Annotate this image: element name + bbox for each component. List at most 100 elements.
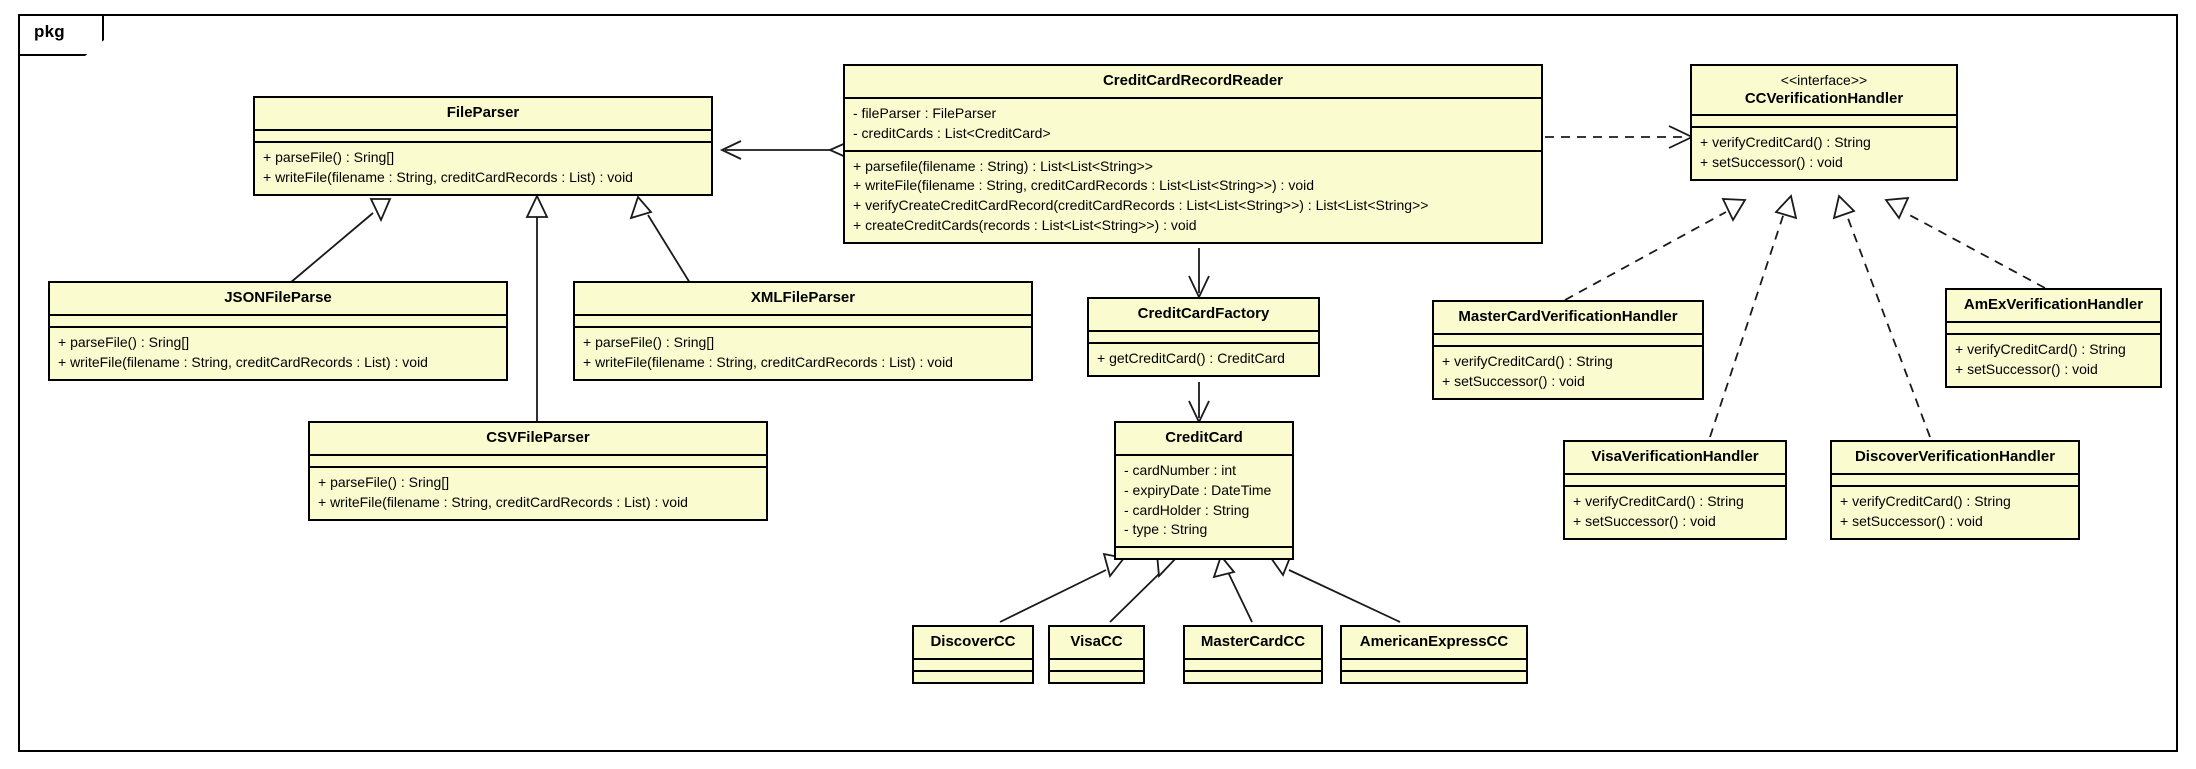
attributes-compartment-discover-cc [914,660,1032,670]
compartment-divider [1116,546,1292,549]
method-item: + setSuccessor() : void [1955,360,2098,377]
class-box-cc-verification-handler[interactable]: <<interface>> CCVerificationHandler + ve… [1690,64,1958,181]
class-box-american-express-cc[interactable]: AmericanExpressCC [1340,625,1528,684]
methods-compartment-mastercard-verification-handler: + verifyCreditCard() : String + setSucce… [1434,347,1702,398]
package-label: pkg [34,22,65,41]
method-item: + writeFile(filename : String, creditCar… [583,353,953,370]
attributes-compartment-amex-verification-handler [1947,323,2160,333]
compartment-divider [1832,484,2078,487]
methods-compartment-json-file-parse: + parseFile() : Sring[] + writeFile(file… [50,328,506,379]
method-item: + createCreditCards(records : List<List<… [853,217,1197,234]
attributes-compartment-mastercard-cc [1185,660,1321,670]
package-frame [18,14,2178,752]
compartment-divider [1565,472,1785,475]
class-box-credit-card-factory[interactable]: CreditCardFactory + getCreditCard() : Cr… [1087,297,1320,377]
method-item: + verifyCreditCard() : String [1442,352,1613,369]
method-item: + setSuccessor() : void [1700,154,1843,171]
methods-compartment-csv-file-parser: + parseFile() : Sring[] + writeFile(file… [310,468,766,519]
class-box-visa-cc[interactable]: VisaCC [1048,625,1145,684]
attributes-compartment-file-parser [255,131,711,141]
class-box-xml-file-parser[interactable]: XMLFileParser + parseFile() : Sring[] + … [573,281,1033,381]
class-name-discover-cc: DiscoverCC [930,633,1016,650]
compartment-divider [50,325,506,328]
compartment-divider [1947,320,2160,323]
methods-compartment-mastercard-cc [1185,672,1321,682]
compartment-divider [1089,329,1318,332]
method-item: + verifyCreditCard() : String [1573,492,1744,509]
compartment-divider [1434,332,1702,335]
attributes-compartment-visa-cc [1050,660,1143,670]
method-item: + parseFile() : Sring[] [583,333,715,350]
class-box-amex-verification-handler[interactable]: AmExVerificationHandler + verifyCreditCa… [1945,288,2162,388]
class-box-visa-verification-handler[interactable]: VisaVerificationHandler + verifyCreditCa… [1563,440,1787,540]
attributes-compartment-credit-card-factory [1089,332,1318,342]
class-name-visa-verification-handler: VisaVerificationHandler [1591,448,1759,465]
compartment-divider [1089,341,1318,344]
method-item: + verifyCreditCard() : String [1840,492,2011,509]
attribute-item: - fileParser : FileParser [853,104,997,121]
methods-compartment-american-express-cc [1342,672,1526,682]
compartment-divider [50,313,506,316]
method-item: + parseFile() : Sring[] [318,473,450,490]
attributes-compartment-cc-verification-handler [1692,116,1956,126]
method-item: + parsefile(filename : String) : List<Li… [853,157,1153,174]
methods-compartment-visa-cc [1050,672,1143,682]
attributes-compartment-visa-verification-handler [1565,475,1785,485]
compartment-divider [845,149,1541,152]
compartment-divider [914,669,1032,672]
class-name-visa-cc: VisaCC [1070,633,1123,650]
class-box-discover-cc[interactable]: DiscoverCC [912,625,1034,684]
attributes-compartment-json-file-parse [50,316,506,326]
method-item: + parseFile() : Sring[] [263,148,395,165]
compartment-divider [1692,126,1956,129]
method-item: + setSuccessor() : void [1840,512,1983,529]
compartment-divider [575,325,1031,328]
compartment-divider [1185,669,1321,672]
methods-compartment-credit-card-record-reader: + parsefile(filename : String) : List<Li… [845,152,1541,243]
compartment-divider [1832,472,2078,475]
method-item: + writeFile(filename : String, creditCar… [58,353,428,370]
methods-compartment-file-parser: + parseFile() : Sring[] + writeFile(file… [255,143,711,194]
method-item: + setSuccessor() : void [1442,372,1585,389]
methods-compartment-visa-verification-handler: + verifyCreditCard() : String + setSucce… [1565,487,1785,538]
class-name-mastercard-cc: MasterCardCC [1200,633,1306,650]
compartment-divider [1434,344,1702,347]
attributes-compartment-csv-file-parser [310,456,766,466]
class-box-credit-card-record-reader[interactable]: CreditCardRecordReader - fileParser : Fi… [843,64,1543,244]
attributes-compartment-credit-card-record-reader: - fileParser : FileParser - creditCards … [845,99,1541,150]
class-box-mastercard-verification-handler[interactable]: MasterCardVerificationHandler + verifyCr… [1432,300,1704,400]
method-item: + writeFile(filename : String, creditCar… [318,493,688,510]
class-name-discover-verification-handler: DiscoverVerificationHandler [1854,448,2056,465]
class-box-file-parser[interactable]: FileParser + parseFile() : Sring[] + wri… [253,96,713,196]
class-box-discover-verification-handler[interactable]: DiscoverVerificationHandler + verifyCred… [1830,440,2080,540]
compartment-divider [845,96,1541,99]
method-item: + verifyCreditCard() : String [1700,134,1871,151]
attributes-compartment-xml-file-parser [575,316,1031,326]
methods-compartment-credit-card-factory: + getCreditCard() : CreditCard [1089,344,1318,375]
method-item: + parseFile() : Sring[] [58,333,190,350]
package-tab [18,14,104,56]
compartment-divider [1947,332,2160,335]
compartment-divider [1185,657,1321,660]
class-name-amex-verification-handler: AmExVerificationHandler [1963,296,2144,313]
compartment-divider [310,453,766,456]
method-item: + setSuccessor() : void [1573,512,1716,529]
compartment-divider [1050,669,1143,672]
interface-name-label: CCVerificationHandler [1744,89,1904,107]
class-box-json-file-parse[interactable]: JSONFileParse + parseFile() : Sring[] + … [48,281,508,381]
stereotype-label: <<interface>> [1780,72,1868,88]
attributes-compartment-discover-verification-handler [1832,475,2078,485]
class-box-mastercard-cc[interactable]: MasterCardCC [1183,625,1323,684]
class-box-credit-card[interactable]: CreditCard - cardNumber : int - expiryDa… [1114,421,1294,561]
compartment-divider [1342,669,1526,672]
attributes-compartment-mastercard-verification-handler [1434,335,1702,345]
compartment-divider [1116,453,1292,456]
compartment-divider [1342,657,1526,660]
class-box-csv-file-parser[interactable]: CSVFileParser + parseFile() : Sring[] + … [308,421,768,521]
methods-compartment-discover-verification-handler: + verifyCreditCard() : String + setSucce… [1832,487,2078,538]
methods-compartment-amex-verification-handler: + verifyCreditCard() : String + setSucce… [1947,335,2160,386]
attribute-item: - type : String [1124,521,1208,538]
method-item: + verifyCreditCard() : String [1955,340,2126,357]
method-item: + writeFile(filename : String, creditCar… [853,177,1315,194]
